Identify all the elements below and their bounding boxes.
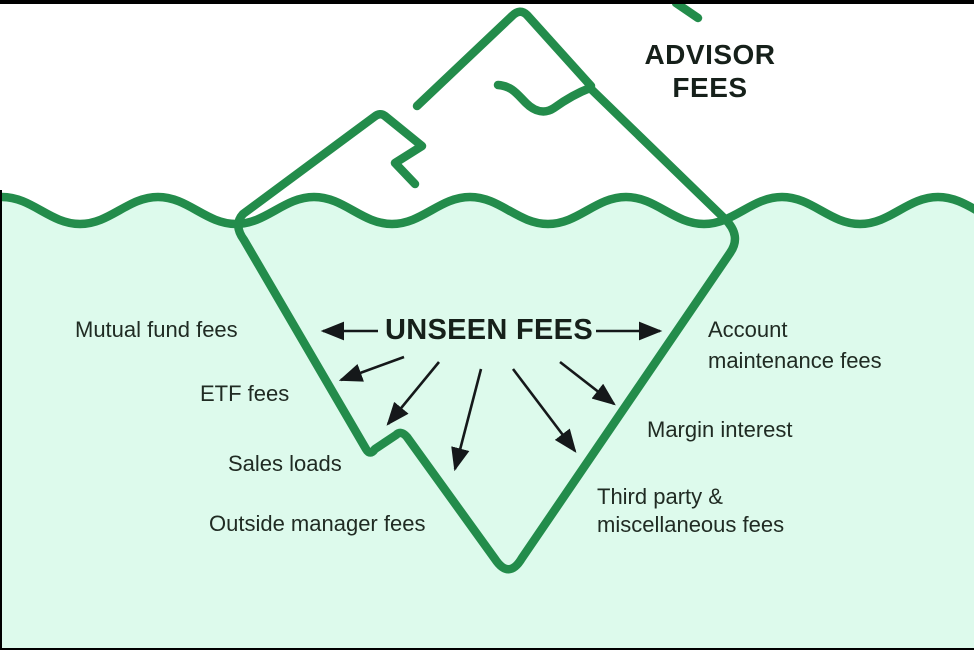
arrow-sales-icon (386, 361, 441, 426)
iceberg-dash-line (671, 0, 703, 23)
fee-label-margin-interest: Margin interest (647, 417, 793, 442)
radiating-arrows (320, 321, 663, 472)
fee-label-etf: ETF fees (200, 381, 290, 406)
top-border (0, 0, 974, 4)
waterline-wave (0, 192, 974, 229)
iceberg-outline (234, 0, 740, 574)
water-fill (0, 197, 974, 650)
unseen-fees-label: UNSEEN FEES (385, 314, 593, 346)
bottom-border (0, 648, 974, 650)
iceberg-body-line (234, 80, 740, 574)
arrow-margin-icon (559, 360, 616, 406)
arrow-outside-icon (451, 368, 483, 472)
left-border (0, 190, 2, 650)
advisor-fees-title: ADVISOR FEES (644, 39, 776, 103)
fee-label-third-party: Third party & miscellaneous fees (597, 484, 785, 537)
fee-label-outside-manager: Outside manager fees (209, 511, 426, 536)
fee-label-mutual-fund: Mutual fund fees (75, 317, 238, 342)
iceberg-summit-line (412, 7, 596, 111)
fee-label-account-maintenance: Account maintenance fees (708, 317, 882, 373)
arrow-third-icon (511, 368, 577, 453)
arrow-etf-icon (338, 355, 405, 382)
fee-label-sales-loads: Sales loads (228, 451, 342, 476)
